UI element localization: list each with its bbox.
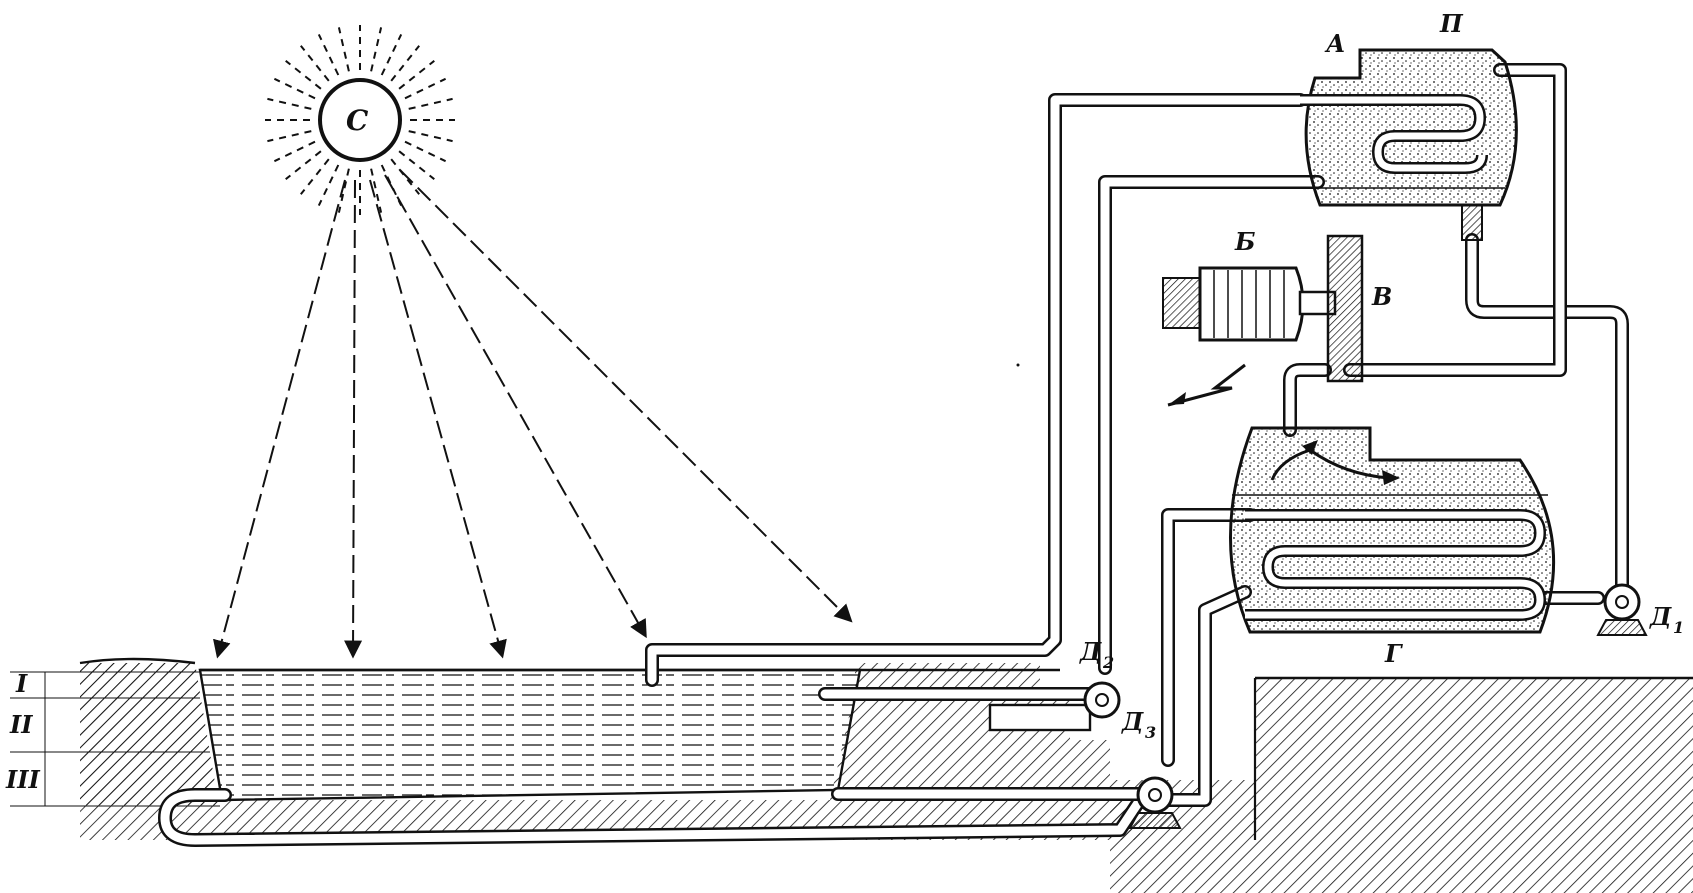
- radiation-arrows: [213, 169, 853, 659]
- pump-d1-label: Д: [1649, 602, 1672, 631]
- sun-disc: [318, 78, 402, 162]
- pipe-boiler-to-turbine: [1283, 363, 1332, 437]
- sun-ray: [337, 27, 350, 72]
- sun-ray: [273, 140, 316, 163]
- turbine-v: В: [1326, 234, 1392, 383]
- layer-label-3: III: [5, 765, 40, 794]
- sun: С: [265, 25, 455, 215]
- pump-d1-sub: 1: [1673, 618, 1684, 637]
- generator-b: Б: [1162, 227, 1337, 342]
- sun-ray: [380, 33, 403, 76]
- sun-ray: [390, 158, 420, 195]
- sun-ray: [300, 45, 330, 82]
- electricity-icon: [1167, 363, 1246, 407]
- sun-ray: [404, 77, 447, 100]
- sun-ray: [408, 97, 453, 110]
- generator-body: [1198, 266, 1305, 342]
- steam-arrows: [1270, 440, 1400, 485]
- pump-d2: Д 2: [988, 637, 1121, 732]
- sun-label: С: [346, 104, 369, 137]
- sun-ray: [398, 60, 435, 90]
- pipe-turbine-to-condenser: [1343, 63, 1567, 377]
- sun-ray: [285, 60, 322, 90]
- ground-left-bank: [80, 663, 218, 805]
- generator-end-cap: [1162, 277, 1204, 329]
- pipe-surface-to-condenser: [645, 93, 1307, 687]
- layer-markers: I II III: [5, 669, 220, 807]
- layer-label-2: II: [9, 710, 33, 739]
- condenser-label: А: [1324, 29, 1346, 58]
- boiler-label: Г: [1384, 639, 1403, 668]
- ground-pump-pad: [855, 663, 1040, 690]
- radiation-arrow-5: [399, 169, 853, 623]
- sun-ray: [390, 45, 420, 82]
- vapor-label: П: [1439, 9, 1464, 38]
- pump-d1: Д 1: [1596, 583, 1684, 637]
- sun-ray: [267, 130, 312, 143]
- sun-ray: [337, 168, 350, 213]
- condenser-a: А П: [1300, 9, 1518, 241]
- sun-ray: [317, 164, 340, 207]
- pump-d3-label: Д: [1121, 707, 1144, 736]
- turbine-label: В: [1371, 282, 1392, 311]
- sun-ray: [408, 130, 453, 143]
- ground-surface-left: [79, 657, 196, 665]
- condenser-drain: [1461, 204, 1483, 241]
- condenser-body: [1304, 48, 1518, 207]
- sun-ray: [273, 77, 316, 100]
- sun-ray: [404, 140, 447, 163]
- layer-label-1: I: [15, 669, 28, 698]
- pump-d2-label: Д: [1079, 637, 1102, 666]
- sun-ray: [267, 97, 312, 110]
- sun-ray: [317, 33, 340, 76]
- pipe-condenser-to-d1: [1465, 233, 1629, 597]
- pipe-d3-to-boiler: [1161, 508, 1257, 767]
- ground-right: [1255, 678, 1693, 893]
- turbine-wheel: [1326, 234, 1364, 383]
- boiler-body: [1229, 426, 1556, 634]
- sun-ray: [300, 158, 330, 195]
- sun-ray: [285, 150, 322, 180]
- radiation-arrow-4: [384, 174, 647, 639]
- pipe-condenser-to-d2: [1098, 175, 1325, 675]
- radiation-arrow-1: [213, 179, 346, 659]
- stray-mark: [1016, 363, 1020, 367]
- radiation-arrow-3: [369, 179, 507, 659]
- pond-water: [198, 668, 862, 802]
- pump-d3-sub: 3: [1145, 723, 1156, 742]
- pump-d3: Д 3: [1121, 707, 1182, 829]
- pump-d2-sub: 2: [1102, 653, 1114, 672]
- sun-ray: [370, 27, 383, 72]
- generator-label: Б: [1234, 227, 1256, 256]
- boiler-g: Г: [1229, 426, 1556, 668]
- radiation-arrow-2: [344, 179, 363, 659]
